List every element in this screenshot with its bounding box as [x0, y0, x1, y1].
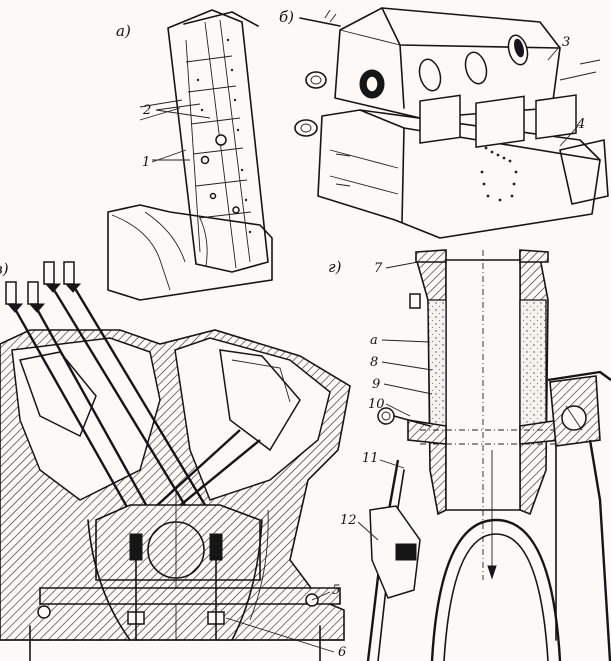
- callout-numbers: 1 2 3 4 5 6 7 а 8 9 10 11 12: [142, 35, 585, 660]
- panel-label-g: г): [328, 258, 342, 276]
- callout-11: 11: [362, 451, 379, 466]
- callout-1: 1: [142, 155, 150, 170]
- panel-label-v: в): [0, 260, 9, 278]
- callout-leader-lines: [152, 45, 579, 653]
- panel-v-engine-cross-section: [0, 261, 351, 661]
- callout-4: 4: [576, 117, 585, 132]
- callout-10: 10: [368, 397, 385, 412]
- callout-9: 9: [372, 377, 380, 392]
- callout-12: 12: [340, 513, 357, 528]
- callout-5: 5: [332, 583, 340, 598]
- panel-label-b: б): [279, 8, 294, 26]
- panel-g-cylinder-liner-section: [366, 249, 611, 661]
- callout-a: а: [370, 333, 378, 348]
- panel-b-crankcase-block: [294, 7, 609, 239]
- panel-labels: а) б) в) г): [0, 8, 342, 278]
- callout-2: 2: [142, 103, 151, 118]
- callout-7: 7: [374, 261, 383, 276]
- panel-label-a: а): [116, 22, 131, 40]
- panel-a-frame-assembly: [107, 9, 273, 301]
- callout-8: 8: [370, 355, 378, 370]
- callout-3: 3: [562, 35, 570, 50]
- callout-6: 6: [338, 645, 346, 660]
